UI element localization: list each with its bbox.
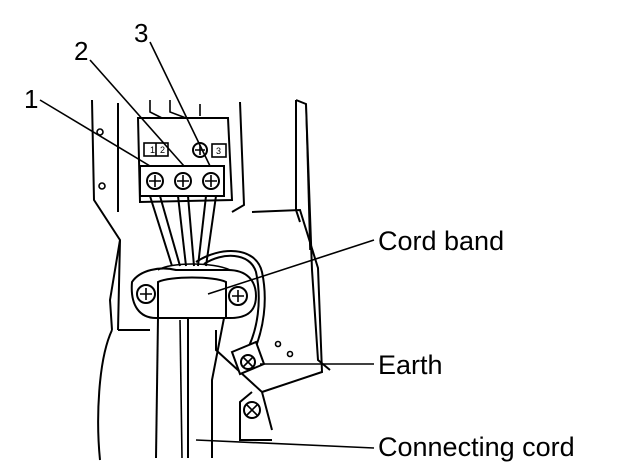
terminal-board: 1 2 3 (117, 100, 246, 213)
screw-hole (96, 128, 104, 136)
leader-line-3 (149, 41, 211, 167)
label-earth: Earth (378, 350, 443, 380)
housing-left-panel (91, 99, 122, 331)
terminal-mark-2: 2 (160, 145, 165, 155)
label-connecting-cord: Connecting cord (378, 432, 575, 462)
leader-line-2 (89, 59, 185, 167)
screw-hole (98, 182, 106, 190)
terminal-mark-1: 1 (150, 145, 155, 155)
label-number-1: 1 (24, 84, 38, 114)
housing-right-panel (251, 99, 331, 393)
wires (149, 195, 217, 267)
earth-wire-inner (203, 254, 260, 353)
terminal-marker-3 (211, 143, 227, 158)
leader-line-connecting-cord (195, 439, 375, 449)
leader-line-1 (39, 99, 151, 167)
terminal-mark-3: 3 (216, 146, 221, 156)
label-number-3: 3 (134, 18, 148, 48)
leader-line-cord-band (207, 239, 375, 295)
earth-terminal (230, 340, 294, 376)
connecting-cord (155, 317, 225, 459)
label-cord-band: Cord band (378, 226, 504, 256)
label-number-2: 2 (74, 36, 88, 66)
cord-band (130, 263, 258, 319)
earth-wire (195, 250, 266, 357)
